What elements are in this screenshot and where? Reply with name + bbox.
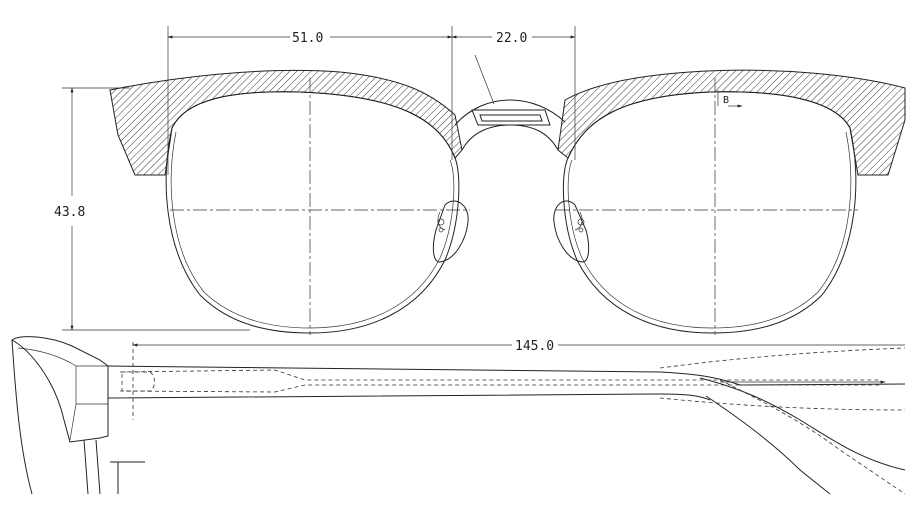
temple-core-wire [119,369,880,381]
temple-core-wire-lower [119,384,880,393]
side-frame-edge [17,347,77,441]
temple-core-head [121,371,155,392]
temple-tip-spread [659,347,906,411]
side-frame-leg1 [83,439,89,495]
lens-width-dimension: 51.0 [167,26,453,175]
section-marker-label: B [723,95,729,106]
left-lens-inner [170,131,455,329]
bridge-bar-inner [479,114,543,122]
temple-tip-hidden [719,379,906,495]
left-lens-rim [165,91,460,334]
left-browline [109,69,463,176]
right-browline [557,69,906,176]
temple-length-dimension: 145.0 [132,339,905,354]
right-nose-pad [553,200,590,263]
lens-width-label: 51.0 [292,31,323,46]
side-frame-leg2 [95,439,101,495]
temple-tip-outer [699,377,906,471]
bridge-bar [471,109,551,126]
temple-arm [107,365,906,386]
lens-height-label: 43.8 [54,205,85,220]
leader-line [474,54,495,105]
front-view: B 51.0 22.0 43.8 [54,26,906,335]
right-lens-rim [562,91,857,334]
bridge [454,99,566,126]
side-frame-bracket [110,461,145,494]
left-nose-pad [432,200,469,263]
side-frame-front [11,336,109,443]
temple-tip-inner [705,395,831,495]
side-view: 145.0 [11,336,906,495]
bridge-width-dimension: 22.0 [451,26,576,160]
bridge-width-label: 22.0 [496,31,527,46]
bridge-lower [461,124,559,151]
lens-height-dimension: 43.8 [54,87,250,331]
temple-arm-lower [107,393,711,401]
side-frame-outer [11,339,33,495]
temple-length-label: 145.0 [515,339,554,354]
right-lens-inner [567,131,852,329]
